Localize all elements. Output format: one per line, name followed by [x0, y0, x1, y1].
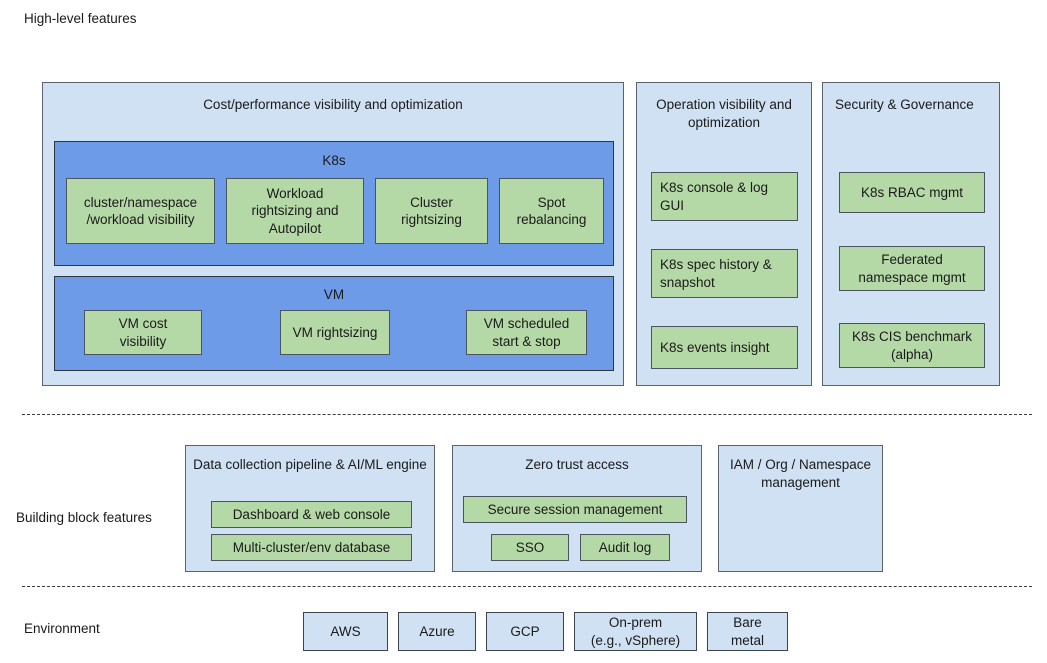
feature-label: K8s events insight — [660, 339, 770, 355]
env-label: GCP — [510, 623, 540, 639]
feature-k8s-events-insight[interactable]: K8s events insight — [651, 326, 798, 369]
env-azure[interactable]: Azure — [398, 612, 476, 651]
env-on-prem[interactable]: On-prem (e.g., vSphere) — [574, 612, 697, 651]
panel-iam-org-namespace-title: IAM / Org / Namespace management — [729, 457, 872, 490]
feature-k8s-rbac-mgmt[interactable]: K8s RBAC mgmt — [839, 172, 985, 213]
env-label: On-prem (e.g., vSphere) — [590, 615, 681, 648]
feature-secure-session-management[interactable]: Secure session management — [463, 496, 687, 523]
feature-vm-cost-visibility[interactable]: VM cost visibility — [84, 310, 202, 355]
row-label-environment: Environment — [24, 621, 100, 636]
feature-vm-rightsizing[interactable]: VM rightsizing — [280, 310, 390, 355]
feature-workload-rightsizing-autopilot[interactable]: Workload rightsizing and Autopilot — [226, 178, 364, 244]
row-label-building-block-features: Building block features — [16, 510, 152, 525]
panel-operation-visibility: Operation visibility and optimization K8… — [636, 82, 812, 386]
feature-label: Audit log — [598, 539, 652, 555]
panel-zero-trust-access-title: Zero trust access — [525, 457, 629, 472]
env-bare-metal[interactable]: Bare metal — [707, 612, 788, 651]
feature-federated-namespace-mgmt[interactable]: Federated namespace mgmt — [839, 246, 985, 291]
group-k8s-title: K8s — [322, 153, 346, 168]
feature-dashboard-web-console[interactable]: Dashboard & web console — [211, 501, 412, 528]
panel-cost-performance-title: Cost/performance visibility and optimiza… — [203, 97, 463, 112]
panel-iam-org-namespace: IAM / Org / Namespace management — [718, 445, 883, 572]
feature-label: Secure session management — [487, 501, 663, 517]
row-label-high-level-features: High-level features — [24, 11, 137, 26]
panel-operation-visibility-title: Operation visibility and optimization — [656, 97, 792, 130]
feature-label: VM rightsizing — [292, 324, 378, 340]
feature-label: K8s console & log GUI — [660, 180, 769, 213]
panel-zero-trust-access: Zero trust access Secure session managem… — [452, 445, 702, 572]
panel-data-collection-title: Data collection pipeline & AI/ML engine — [193, 457, 427, 472]
panel-cost-performance: Cost/performance visibility and optimiza… — [42, 82, 624, 386]
group-vm: VM VM cost visibility VM rightsizing VM … — [54, 276, 614, 371]
feature-label: VM cost visibility — [118, 316, 168, 349]
feature-k8s-cis-benchmark[interactable]: K8s CIS benchmark (alpha) — [839, 323, 985, 368]
feature-label: Workload rightsizing and Autopilot — [251, 186, 339, 236]
env-label: AWS — [330, 623, 361, 639]
feature-k8s-console-log-gui[interactable]: K8s console & log GUI — [651, 172, 798, 221]
feature-label: Federated namespace mgmt — [858, 252, 966, 285]
feature-multi-cluster-env-database[interactable]: Multi-cluster/env database — [211, 534, 412, 561]
env-label: Azure — [419, 623, 455, 639]
feature-vm-scheduled-start-stop[interactable]: VM scheduled start & stop — [466, 310, 587, 355]
feature-label: Spot rebalancing — [516, 194, 587, 227]
feature-label: Multi-cluster/env database — [232, 539, 391, 555]
feature-label: VM scheduled start & stop — [483, 316, 570, 349]
feature-label: K8s spec history & snapshot — [660, 257, 772, 290]
feature-cluster-namespace-workload-visibility[interactable]: cluster/namespace /workload visibility — [66, 178, 215, 244]
feature-audit-log[interactable]: Audit log — [580, 534, 670, 561]
feature-label: K8s CIS benchmark (alpha) — [851, 329, 973, 362]
feature-sso[interactable]: SSO — [491, 534, 569, 561]
panel-data-collection: Data collection pipeline & AI/ML engine … — [185, 445, 435, 572]
env-aws[interactable]: AWS — [303, 612, 388, 651]
feature-label: Dashboard & web console — [232, 506, 391, 522]
divider-building-block-environment — [22, 586, 1032, 587]
feature-spot-rebalancing[interactable]: Spot rebalancing — [499, 178, 604, 244]
feature-label: Cluster rightsizing — [401, 194, 462, 227]
panel-security-governance: Security & Governance K8s RBAC mgmt Fede… — [822, 82, 1000, 386]
feature-k8s-spec-history-snapshot[interactable]: K8s spec history & snapshot — [651, 249, 798, 298]
feature-label: K8s RBAC mgmt — [860, 184, 964, 200]
panel-security-governance-title: Security & Governance — [835, 97, 974, 112]
env-gcp[interactable]: GCP — [486, 612, 564, 651]
feature-label: cluster/namespace /workload visibility — [83, 194, 198, 227]
group-vm-title: VM — [323, 287, 345, 302]
group-k8s: K8s cluster/namespace /workload visibili… — [54, 141, 614, 266]
divider-high-level-building-block — [22, 414, 1032, 415]
feature-cluster-rightsizing[interactable]: Cluster rightsizing — [375, 178, 488, 244]
feature-label: SSO — [515, 539, 545, 555]
env-label: Bare metal — [730, 615, 764, 648]
